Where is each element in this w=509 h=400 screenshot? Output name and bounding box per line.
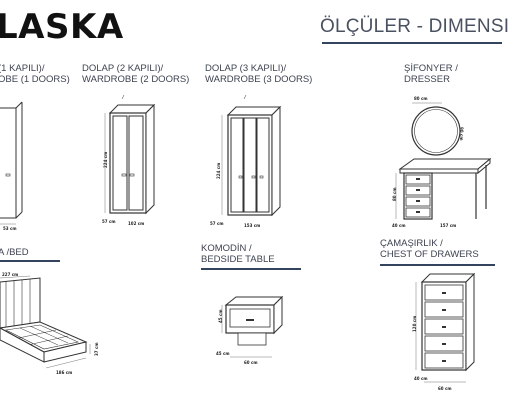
dresser-depth-label: 40 cm (392, 223, 406, 228)
dimensions-title: ÖLÇÜLER - DIMENSI (320, 16, 509, 37)
caption-bedside: KOMODİN /BEDSIDE TABLE (201, 243, 275, 265)
caption-wardrobe-3: DOLAP (3 KAPILI)/WARDROBE (3 DOORS) (205, 63, 313, 85)
wardrobe-3-height-label: 224 cm (216, 163, 221, 179)
chest-height-label: 120 cm (412, 316, 417, 332)
bed-underline (0, 260, 60, 262)
chest-width-label: 60 cm (438, 386, 452, 391)
dresser-width-label: 157 cm (440, 223, 456, 228)
bed-height-label: 37 cm (94, 343, 99, 357)
wardrobe-1-drawing: 53 cm (0, 101, 23, 231)
dimensions-underline (322, 42, 502, 44)
caption-chest: ÇAMAŞIRLIK /CHEST OF DRAWERS (380, 238, 479, 260)
chest-underline (380, 264, 495, 266)
wardrobe-2-depth-label: 57 cm (102, 219, 116, 224)
bedside-underline (201, 268, 301, 270)
caption-wardrobe-1: (1 KAPILI)/OBE (1 DOORS) (0, 63, 70, 85)
wardrobe-2-width-label: 102 cm (128, 221, 144, 226)
bedside-height-label: 45 cm (218, 310, 223, 324)
bed-depth-label: 186 cm (56, 370, 72, 375)
bed-drawing: 227 cm 37 cm 186 cm (0, 272, 99, 375)
dresser-height-label: 80 cm (392, 188, 397, 202)
wardrobe-2-drawing: 224 cm 57 cm 102 cm (102, 94, 156, 226)
dresser-drawing: 80 cm 90 cm 80 cm 40 cm 157 cm (392, 96, 492, 228)
caption-dresser: ŞİFONYER /DRESSER (404, 63, 458, 85)
caption-bed: A /BED (0, 247, 29, 258)
mirror-height-label: 90 cm (459, 127, 464, 141)
wardrobe-3-drawing: 224 cm 57 cm 153 cm (210, 94, 282, 228)
bedside-drawing: 45 cm 45 cm 60 cm (216, 295, 284, 365)
mirror-width-label: 80 cm (414, 96, 428, 101)
wardrobe-1-width-label: 53 cm (3, 226, 17, 231)
wardrobe-3-depth-label: 57 cm (210, 221, 224, 226)
bed-width-label: 227 cm (2, 272, 18, 277)
bedside-width-label: 60 cm (244, 360, 258, 365)
wardrobe-2-height-label: 224 cm (103, 152, 108, 168)
caption-wardrobe-2: DOLAP (2 KAPILI)/WARDROBE (2 DOORS) (82, 63, 190, 85)
bedside-depth-label: 45 cm (216, 351, 230, 356)
chest-depth-label: 40 cm (414, 376, 428, 381)
chest-drawing: 120 cm 40 cm 60 cm (412, 272, 476, 391)
brand-title: LASKA (0, 7, 124, 47)
wardrobe-3-width-label: 153 cm (244, 223, 260, 228)
